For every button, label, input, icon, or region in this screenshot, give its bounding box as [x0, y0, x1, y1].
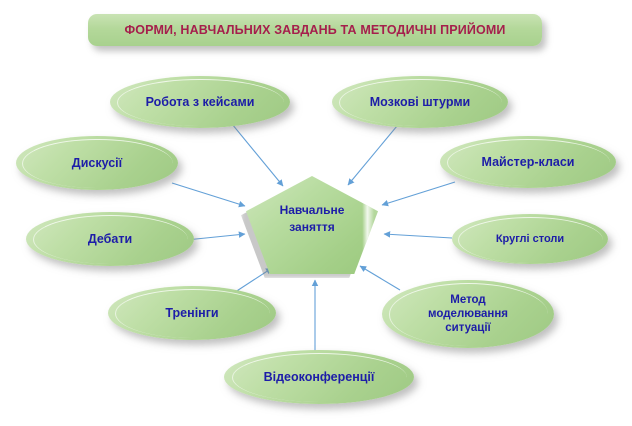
node-label: Метод моделювання ситуації — [422, 293, 514, 335]
node-label: Відеоконференції — [263, 369, 375, 384]
node-label: Майстер-класи — [481, 154, 575, 169]
node-label-line3: ситуації — [445, 322, 491, 334]
center-label-line2: заняття — [289, 220, 335, 235]
node-label: Мозкові штурми — [369, 94, 471, 109]
node-label: Робота з кейсами — [145, 94, 255, 109]
node-label: Круглі столи — [495, 232, 565, 245]
node-label-line1: Метод — [450, 293, 486, 306]
connector-maister-klasy — [381, 181, 456, 207]
center-label-line1: Навчальне — [279, 203, 345, 217]
node-label-line2: моделювання — [428, 307, 508, 320]
node-videokonferentsii[interactable]: Відеоконференції — [224, 350, 414, 404]
center-node-label: Навчальне заняття — [246, 202, 378, 237]
node-treninhy[interactable]: Тренінги — [108, 286, 276, 340]
node-kruhli-stoly[interactable]: Круглі столи — [452, 214, 608, 264]
node-debaty[interactable]: Дебати — [26, 212, 194, 266]
connector-dyskusii — [171, 182, 246, 208]
node-robota-z-keisamy[interactable]: Робота з кейсами — [110, 76, 290, 128]
page-title: ФОРМИ, НАВЧАЛЬНИХ ЗАВДАНЬ ТА МЕТОДИЧНІ П… — [124, 23, 506, 37]
diagram-title-banner: ФОРМИ, НАВЧАЛЬНИХ ЗАВДАНЬ ТА МЕТОДИЧНІ П… — [88, 14, 542, 46]
node-label: Дебати — [87, 231, 133, 246]
node-maister-klasy[interactable]: Майстер-класи — [440, 136, 616, 188]
center-node-navchalne-zanyattya[interactable]: Навчальне заняття — [241, 176, 378, 278]
node-mozkovi-shturmy[interactable]: Мозкові штурми — [332, 76, 508, 128]
connector-kruhli-stoly — [383, 231, 453, 239]
node-label: Дискусії — [71, 155, 123, 170]
node-dyskusii[interactable]: Дискусії — [16, 136, 178, 190]
connector-debaty — [185, 231, 246, 241]
node-metod-modelyuvannya[interactable]: Метод моделювання ситуації — [382, 280, 554, 348]
node-label: Тренінги — [165, 305, 219, 320]
